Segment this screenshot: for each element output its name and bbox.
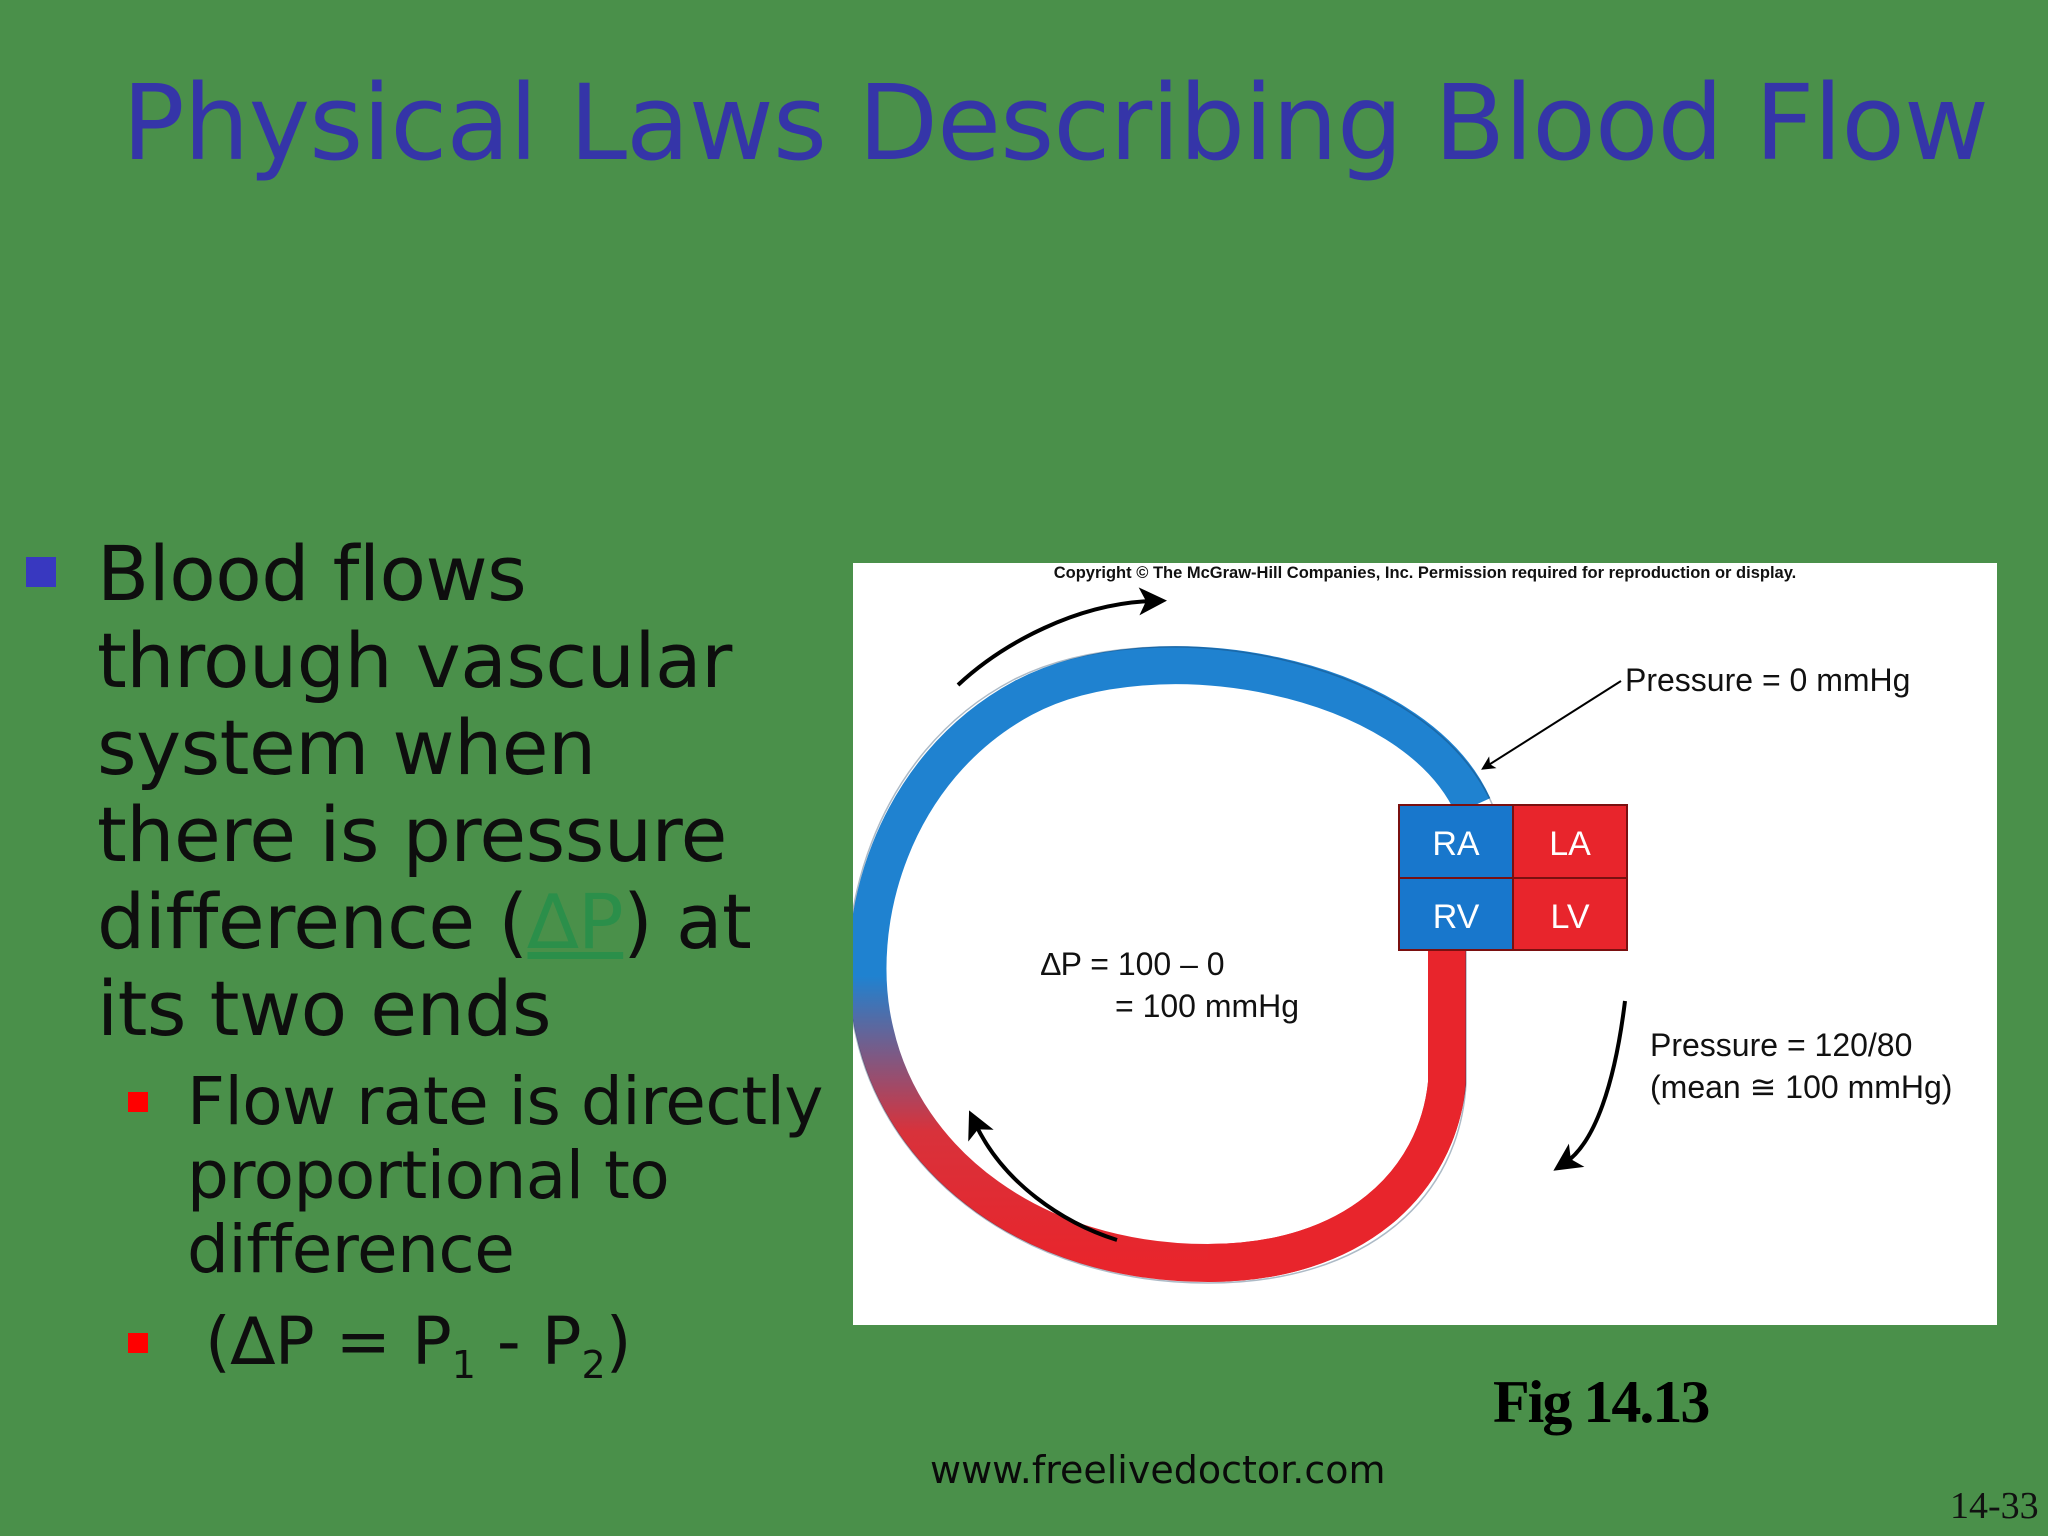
pointer-line-venous: [1481, 680, 1622, 770]
equation-part: ): [605, 1303, 632, 1380]
bullet-marker: [26, 557, 56, 587]
chamber-label-ra: RA: [1432, 825, 1480, 863]
sub-bullet-equation: (∆P = P1 - P2): [205, 1305, 705, 1402]
equation-part: - P: [475, 1303, 582, 1380]
chamber-ra: [1398, 804, 1514, 879]
vessel-loop-arterial: [1207, 950, 1466, 1282]
chamber-label-lv: LV: [1550, 898, 1589, 936]
vessel-loop-outline-outer: [853, 646, 1494, 1284]
bullet-main: Blood flows through vascular system when…: [97, 530, 817, 1052]
bullet-main-text-pre: Blood flows through vascular system when…: [97, 529, 732, 966]
label-pressure-arterial-1: Pressure = 120/80: [1650, 1027, 1912, 1063]
slide-number: 14-33: [1950, 1485, 2039, 1527]
chamber-la: [1512, 804, 1628, 879]
bullet-main-text-post: ) at its two ends: [97, 877, 752, 1053]
chamber-label-la: LA: [1549, 825, 1591, 863]
equation-part: (∆P = P: [205, 1303, 452, 1380]
website-url[interactable]: www.freelivedoctor.com: [930, 1448, 1386, 1492]
copyright-notice: Copyright © The McGraw-Hill Companies, I…: [1053, 564, 1797, 582]
sub-bullet-marker: [128, 1333, 148, 1353]
label-delta-p-2: = 100 mmHg: [1115, 988, 1299, 1024]
chamber-label-rv: RV: [1433, 898, 1480, 936]
label-pressure-arterial-2: (mean ≅ 100 mmHg): [1650, 1069, 1952, 1105]
sub-bullet-flow-rate: Flow rate is directly proportional to di…: [187, 1063, 823, 1288]
flow-arrow-right: [1553, 1000, 1627, 1171]
sub-bullet-marker: [128, 1092, 148, 1112]
subscript-2: 2: [581, 1343, 606, 1387]
circulation-diagram: RA LA RV LV Pressure = 0 mmHg Pressure =…: [853, 587, 1952, 1284]
subscript-1: 1: [451, 1343, 476, 1387]
label-delta-p-1: ∆P = 100 – 0: [1041, 946, 1225, 982]
chamber-lv: [1512, 877, 1628, 951]
circulation-figure: Copyright © The McGraw-Hill Companies, I…: [853, 563, 1997, 1325]
label-pressure-venous: Pressure = 0 mmHg: [1625, 662, 1910, 698]
figure-caption: Fig 14.13: [1493, 1369, 1710, 1435]
delta-p-link[interactable]: ∆P: [527, 877, 624, 966]
slide-title: Physical Laws Describing Blood Flow: [121, 62, 1989, 184]
bullet-list: Blood flows through vascular system when…: [0, 0, 840, 1536]
flow-arrow-bottom-left: [968, 1110, 1118, 1242]
flow-arrow-top: [956, 587, 1167, 687]
